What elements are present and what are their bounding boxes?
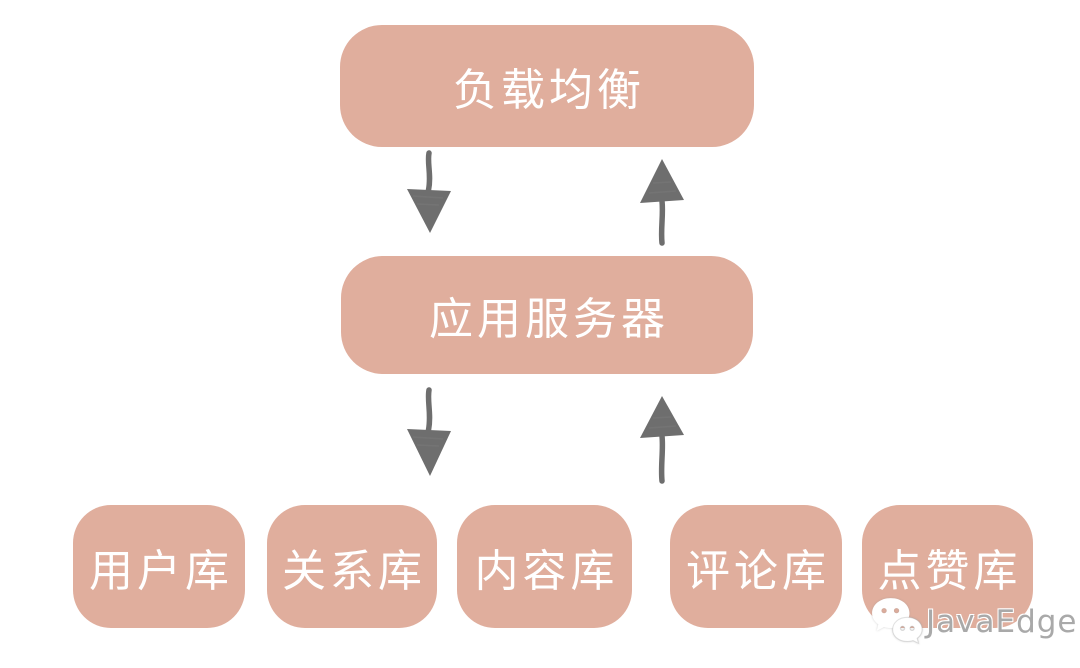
node-like-db-label: 点赞库 (877, 545, 1022, 597)
node-user-db-label: 用户库 (89, 545, 233, 597)
node-comment-db-label: 评论库 (686, 545, 830, 597)
arrow-up-icon (636, 155, 688, 247)
node-user-db: 用户库 (73, 505, 245, 628)
arrow-up-icon (636, 392, 688, 484)
node-load-balancer-label: 负载均衡 (453, 65, 645, 116)
watermark-label: JavaEdge (926, 604, 1078, 640)
node-content-db: 内容库 (457, 505, 632, 628)
watermark: JavaEdge (870, 597, 1078, 647)
node-content-db-label: 内容库 (474, 545, 619, 597)
node-relation-db: 关系库 (267, 505, 437, 628)
arrow-down-icon (403, 387, 455, 479)
arrow-down-icon (403, 150, 455, 236)
wechat-icon (872, 598, 923, 645)
node-load-balancer: 负载均衡 (340, 25, 754, 147)
node-relation-db-label: 关系库 (282, 545, 426, 597)
node-comment-db: 评论库 (670, 505, 842, 628)
node-app-server-label: 应用服务器 (429, 294, 669, 345)
node-app-server: 应用服务器 (341, 256, 753, 374)
